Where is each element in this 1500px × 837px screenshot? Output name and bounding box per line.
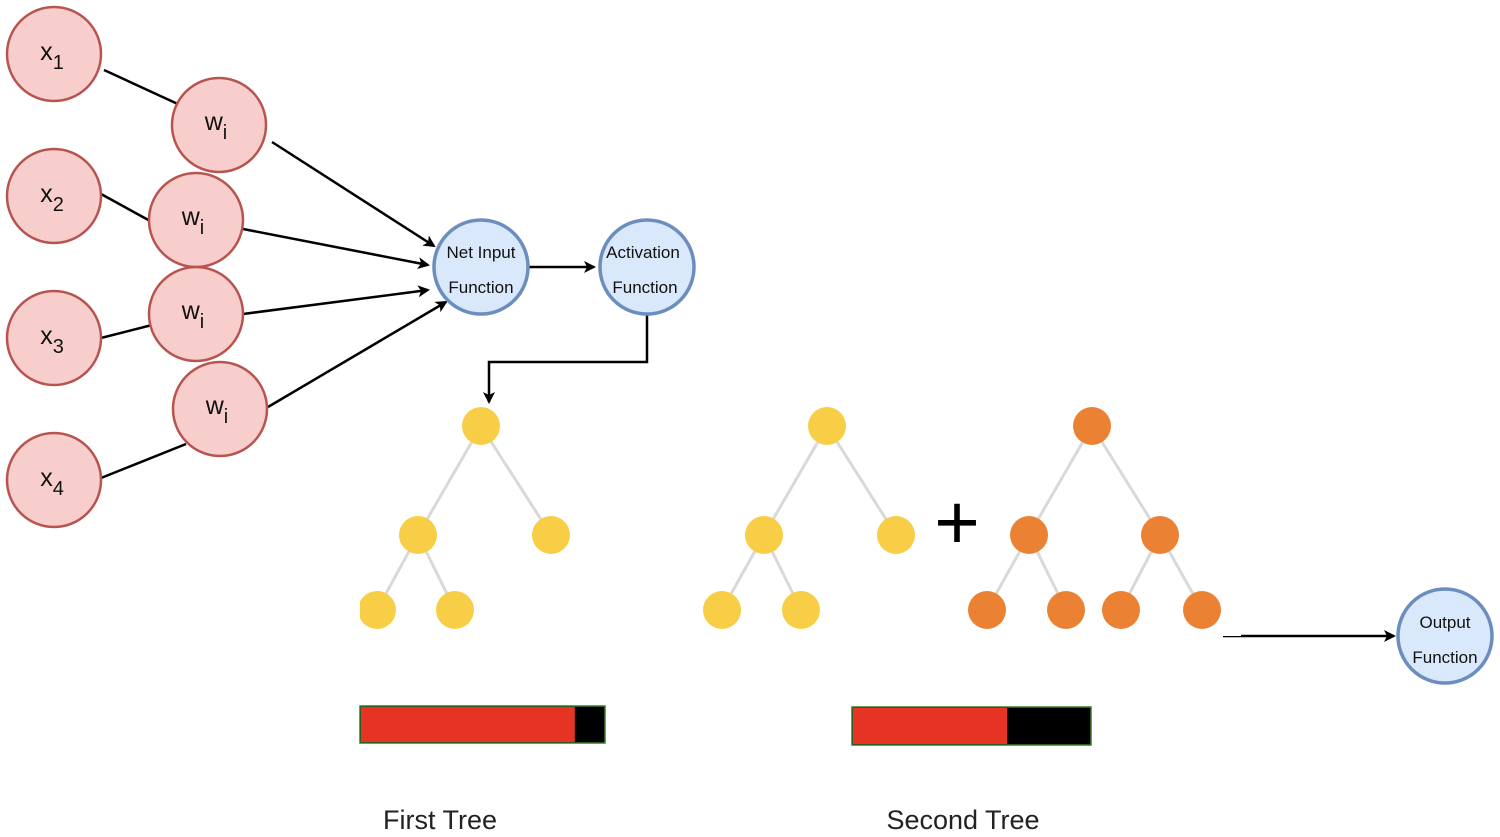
- input-node-x4: x4: [5, 431, 103, 529]
- second-tree-bar-fill: [853, 708, 1008, 744]
- weight-node-2: wi: [147, 171, 245, 269]
- tree-node: [1183, 591, 1221, 629]
- net-input-label-line1: Net Input: [447, 243, 516, 262]
- input-node-x3: x3: [5, 289, 103, 387]
- second-tree-orange: [968, 396, 1241, 636]
- connector-x1-w: [103, 68, 181, 107]
- net-input-circle: [432, 218, 530, 316]
- tree-node: [703, 591, 741, 629]
- second-tree-yellow: [703, 396, 915, 629]
- tree-edge: [762, 425, 829, 536]
- first-tree-bar-fill: [361, 707, 575, 742]
- input-nodes: x1 x2 x3 x4: [5, 5, 103, 529]
- arrow-w2-net: [242, 227, 430, 269]
- arrow-w1-net: [271, 140, 436, 248]
- flow-arrows: [483, 261, 1396, 642]
- weight-node-1: wi: [170, 76, 268, 174]
- weight-node-4-circle: [171, 360, 269, 458]
- connector-x3-w: [100, 323, 153, 340]
- tree-node: [436, 591, 474, 629]
- input-node-x2: x2: [5, 147, 103, 245]
- activation-node: Activation Function: [598, 218, 696, 316]
- net-input-node: Net Input Function: [432, 218, 530, 316]
- first-tree: [340, 407, 570, 636]
- second-tree-caption: Second Tree: [886, 805, 1039, 835]
- arrow-activation-first-tree: [483, 315, 649, 404]
- weight-node-1-label: wi: [204, 108, 228, 144]
- tree-edge: [416, 425, 483, 536]
- tree-node: [1047, 591, 1085, 629]
- input-node-x2-label: x2: [40, 180, 64, 216]
- first-tree-caption: First Tree: [383, 805, 497, 835]
- tree-node: [462, 407, 500, 445]
- net-input-label-line2: Function: [448, 278, 513, 297]
- tree-edge: [825, 425, 898, 536]
- tree-node: [532, 516, 570, 554]
- second-tree-yellow-nodes: [703, 407, 915, 629]
- first-tree-bar: [359, 705, 606, 744]
- output-label-line2: Function: [1412, 648, 1477, 667]
- tree-node: [1102, 591, 1140, 629]
- tree-edge: [479, 425, 553, 536]
- input-node-x4-label: x4: [40, 464, 64, 500]
- second-tree-orange-top-clip: [1076, 396, 1116, 407]
- input-node-x1: x1: [5, 5, 103, 103]
- tree-edge: [1090, 425, 1162, 536]
- input-node-x1-label: x1: [40, 38, 64, 74]
- weight-node-2-label: wi: [181, 203, 205, 239]
- output-node: Output Function: [1396, 587, 1494, 685]
- weight-node-4-label: wi: [205, 392, 229, 428]
- weight-node-3-circle: [147, 265, 245, 363]
- tree-node: [968, 591, 1006, 629]
- connector-x4-w: [100, 442, 187, 480]
- input-node-x4-circle: [5, 431, 103, 529]
- first-tree-edges: [375, 425, 553, 611]
- input-node-x2-circle: [5, 147, 103, 245]
- first-tree-clip: [340, 586, 360, 636]
- activation-label-line2: Function: [612, 278, 677, 297]
- output-label-line1: Output: [1419, 613, 1470, 632]
- first-tree-nodes: [358, 407, 570, 629]
- weight-arrows: [242, 140, 448, 409]
- tree-node: [1141, 516, 1179, 554]
- plus-sign: +: [934, 478, 980, 566]
- tree-edge: [1027, 425, 1094, 536]
- weight-node-3-label: wi: [181, 297, 205, 333]
- activation-circle: [598, 218, 696, 316]
- tree-node: [399, 516, 437, 554]
- tree-node: [808, 407, 846, 445]
- connector-x2-w: [100, 192, 153, 224]
- tree-node: [745, 516, 783, 554]
- activation-label-line1: Activation: [606, 243, 680, 262]
- tree-node: [1010, 516, 1048, 554]
- input-node-x3-label: x3: [40, 322, 64, 358]
- tree-node: [782, 591, 820, 629]
- tree-node: [358, 591, 396, 629]
- second-tree-orange-edges: [985, 425, 1204, 611]
- weight-nodes: wi wi wi wi: [147, 76, 269, 458]
- tree-node: [1073, 407, 1111, 445]
- weight-node-3: wi: [147, 265, 245, 363]
- weight-node-1-circle: [170, 76, 268, 174]
- input-node-x3-circle: [5, 289, 103, 387]
- second-tree-bar: [851, 706, 1092, 746]
- second-tree-yellow-edges: [720, 425, 898, 611]
- weight-node-4: wi: [171, 360, 269, 458]
- second-tree-yellow-clip: [811, 396, 851, 407]
- tree-node: [877, 516, 915, 554]
- second-tree-orange-nodes: [968, 407, 1221, 629]
- second-tree-orange-right-clip: [1221, 586, 1241, 636]
- arrow-w3-net: [242, 285, 430, 316]
- input-connectors: [100, 68, 187, 480]
- output-circle: [1396, 587, 1494, 685]
- arrow-w4-net: [267, 300, 448, 409]
- input-node-x1-circle: [5, 5, 103, 103]
